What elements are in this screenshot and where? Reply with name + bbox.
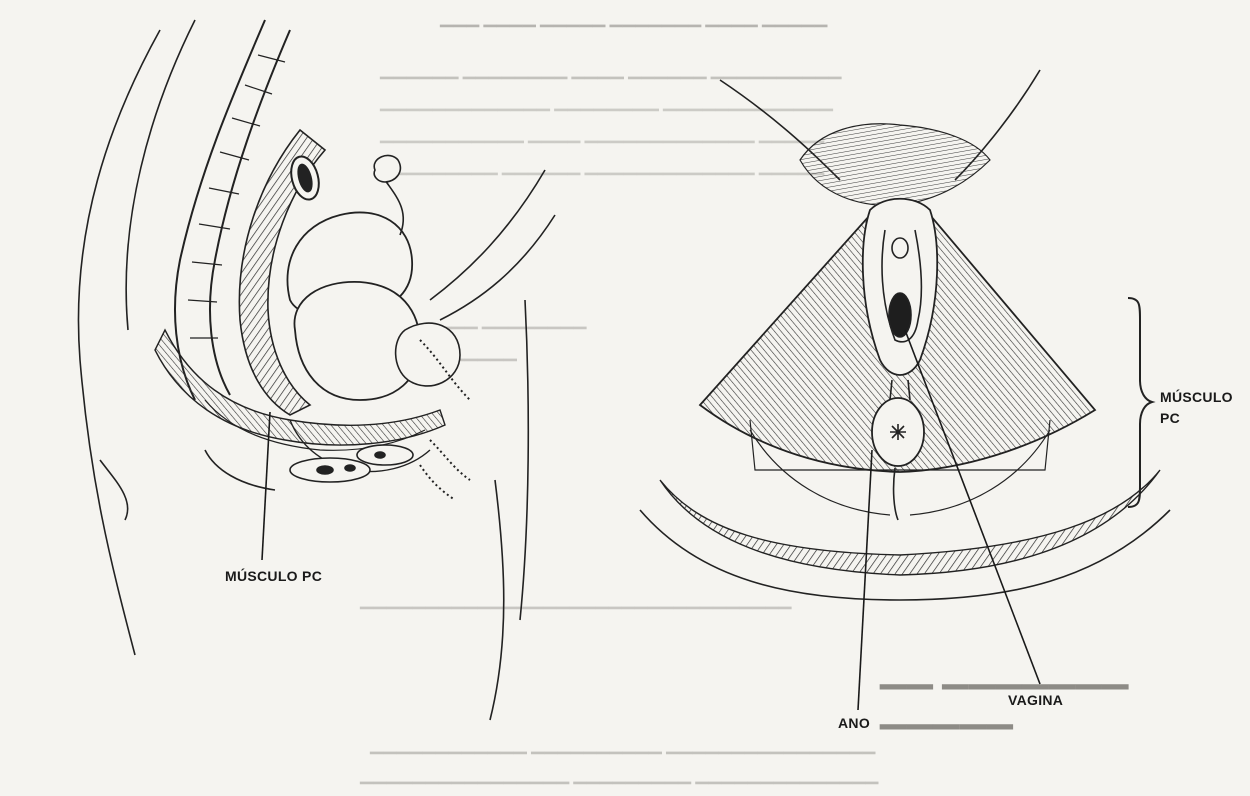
sagittal-section-drawing (78, 20, 555, 720)
anus-label: ANO (838, 715, 870, 732)
vagina-label: VAGINA (1008, 692, 1063, 709)
pc-muscle-label-perineal-line1: MÚSCULO (1160, 389, 1233, 406)
pc-muscle-label-sagittal: MÚSCULO PC (225, 568, 322, 585)
pc-muscle-label-perineal-line2: PC (1160, 410, 1180, 427)
perineal-view-drawing (640, 70, 1170, 710)
